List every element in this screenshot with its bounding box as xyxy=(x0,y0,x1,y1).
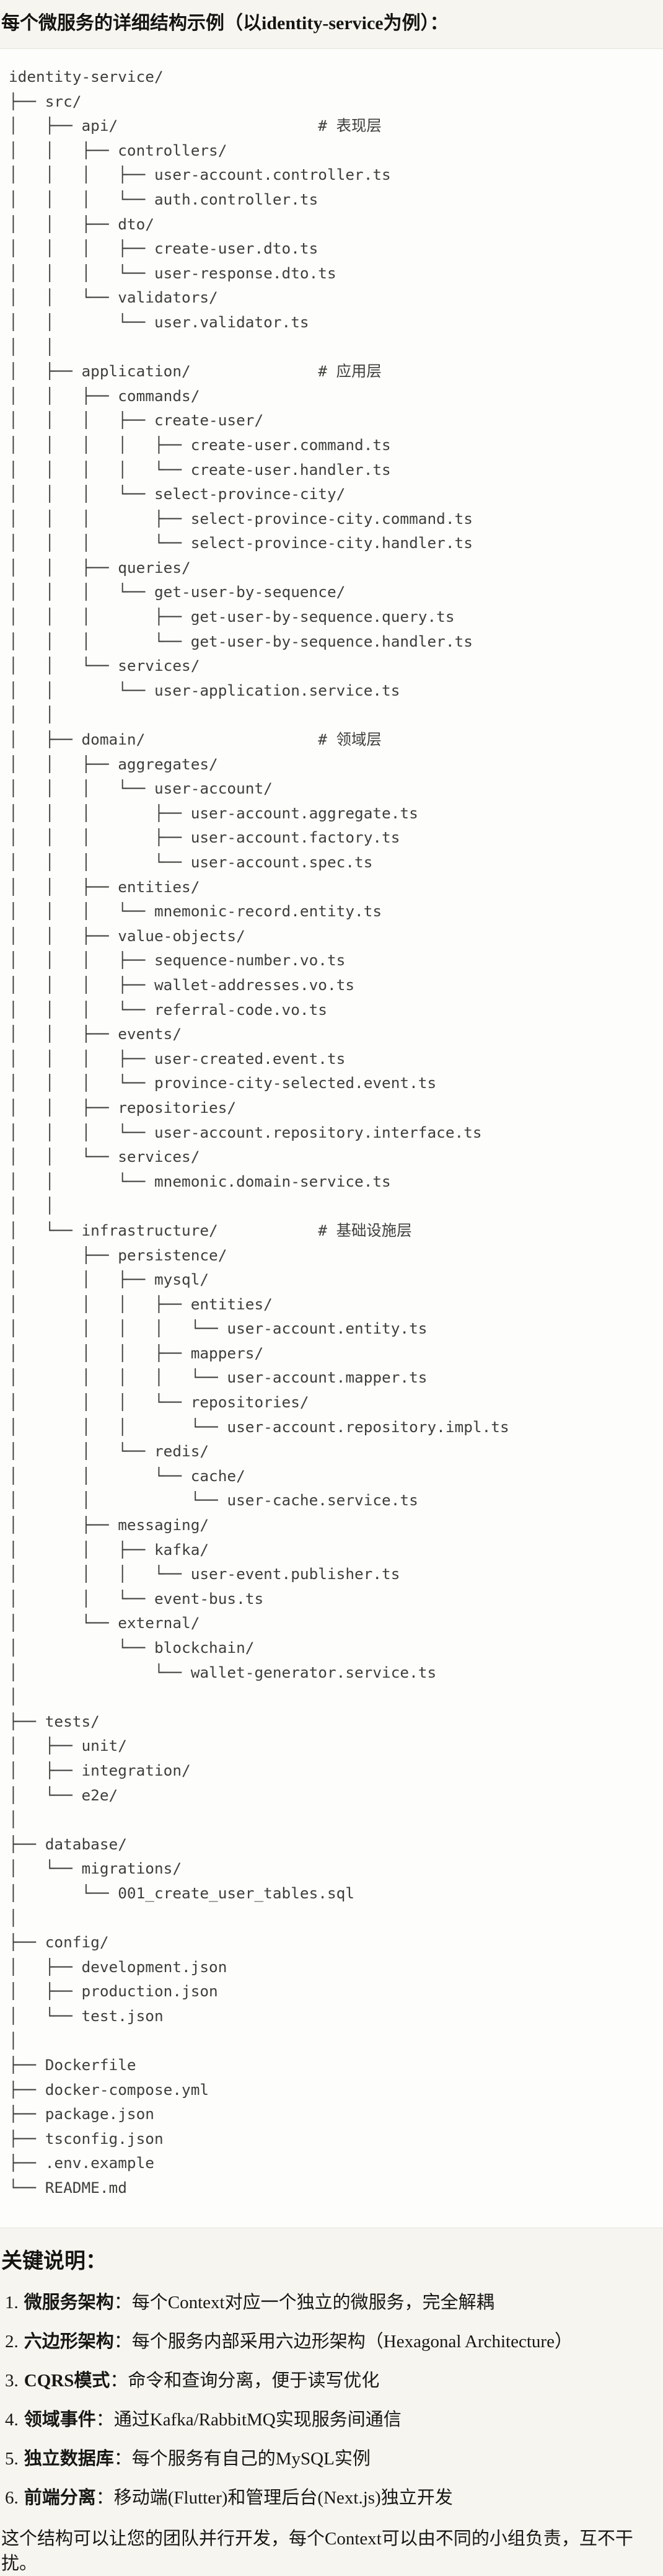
key-note-text: ：每个Context对应一个独立的微服务，完全解耦 xyxy=(113,2292,494,2313)
key-note-number: 1. xyxy=(5,2292,19,2313)
key-note-item: 2.六边形架构：每个服务内部采用六边形架构（Hexagonal Architec… xyxy=(5,2329,657,2354)
key-note-label: 六边形架构 xyxy=(24,2331,114,2352)
key-note-label: 领域事件 xyxy=(24,2409,96,2430)
key-note-text: ：通过Kafka/RabbitMQ实现服务间通信 xyxy=(95,2409,402,2430)
key-note-item: 3.CQRS模式：命令和查询分离，便于读写优化 xyxy=(5,2368,657,2393)
key-notes-list: 1.微服务架构：每个Context对应一个独立的微服务，完全解耦 2.六边形架构… xyxy=(1,2290,657,2510)
key-note-item: 4.领域事件：通过Kafka/RabbitMQ实现服务间通信 xyxy=(5,2407,657,2432)
page-title: 每个微服务的详细结构示例（以identity-service为例）： xyxy=(1,13,449,33)
key-note-number: 2. xyxy=(5,2331,19,2352)
key-note-number: 3. xyxy=(5,2370,19,2391)
key-note-text: ：每个服务有自己的MySQL实例 xyxy=(113,2448,371,2469)
key-notes-heading: 关键说明： xyxy=(1,2249,107,2273)
key-notes-section: 关键说明： 1.微服务架构：每个Context对应一个独立的微服务，完全解耦 2… xyxy=(0,2228,663,2576)
code-block: identity-service/ ├── src/ │ ├── api/ # … xyxy=(0,48,663,2228)
key-note-text: ：命令和查询分离，便于读写优化 xyxy=(110,2370,380,2391)
key-note-label: 微服务架构 xyxy=(24,2292,114,2313)
key-note-number: 5. xyxy=(5,2448,19,2469)
key-note-label: CQRS模式 xyxy=(24,2370,110,2391)
closing-paragraph: 这个结构可以让您的团队并行开发，每个Context可以由不同的小组负责，互不干扰… xyxy=(1,2528,633,2574)
key-note-label: 独立数据库 xyxy=(24,2448,114,2469)
key-note-text: ：移动端(Flutter)和管理后台(Next.js)独立开发 xyxy=(95,2487,453,2508)
directory-tree: identity-service/ ├── src/ │ ├── api/ # … xyxy=(9,68,509,2197)
key-note-item: 5.独立数据库：每个服务有自己的MySQL实例 xyxy=(5,2446,657,2471)
key-note-text: ：每个服务内部采用六边形架构（Hexagonal Architecture） xyxy=(113,2331,573,2352)
key-note-item: 1.微服务架构：每个Context对应一个独立的微服务，完全解耦 xyxy=(5,2290,657,2315)
key-note-label: 前端分离 xyxy=(24,2487,96,2508)
key-note-item: 6.前端分离：移动端(Flutter)和管理后台(Next.js)独立开发 xyxy=(5,2485,657,2510)
key-note-number: 4. xyxy=(5,2409,19,2430)
key-note-number: 6. xyxy=(5,2487,19,2508)
